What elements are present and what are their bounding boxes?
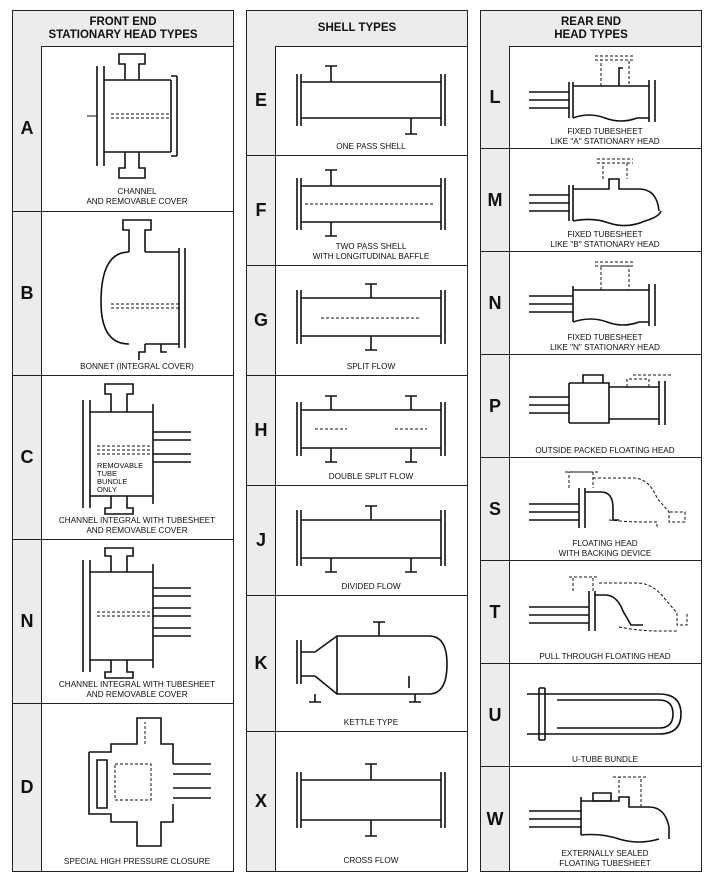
shell-row-letter: F: [247, 156, 276, 265]
front-row-caption: SPECIAL HIGH PRESSURE CLOSURE: [63, 856, 211, 866]
rear-row-w: W EXTERNALLY SEALED FLOATING TUBESHEET: [481, 767, 701, 871]
front-row-d: D SPECIAL HIGH PRESSURE CLOSURE: [13, 704, 233, 871]
rear-row-letter: N: [481, 252, 510, 354]
front-end-column: FRONT END STATIONARY HEAD TYPES A CHANNE…: [12, 10, 234, 872]
rear-row-letter: M: [481, 149, 510, 251]
floating-head-backing-device-drawing: [509, 458, 701, 542]
front-row-letter: A: [13, 46, 42, 211]
shell-row-letter: H: [247, 376, 276, 485]
rear-row-letter: S: [481, 458, 510, 560]
channel-integral-tubesheet-n-drawing: [41, 540, 233, 680]
front-row-letter: B: [13, 212, 42, 375]
rear-row-caption: EXTERNALLY SEALED FLOATING TUBESHEET: [559, 849, 651, 868]
shell-row-g: G SPLIT FLOW: [247, 266, 467, 376]
rear-row-letter: W: [481, 767, 510, 871]
outside-packed-floating-head-drawing: [509, 355, 701, 439]
front-row-caption: CHANNEL INTEGRAL WITH TUBESHEET AND REMO…: [58, 516, 216, 535]
channel-removable-cover-drawing: [41, 46, 233, 186]
bonnet-drawing: [41, 212, 233, 362]
two-pass-shell-drawing: [275, 156, 467, 246]
rear-row-s: S FLOATING HEAD WITH BACKING DEVICE: [481, 458, 701, 561]
rear-row-letter: P: [481, 355, 510, 457]
shell-row-e: E ONE PASS SHELL: [247, 46, 467, 156]
shell-row-h: H DOUBLE SPLIT FLOW: [247, 376, 467, 486]
u-tube-bundle-drawing: [509, 664, 701, 748]
shell-row-letter: X: [247, 732, 276, 871]
pull-through-floating-head-drawing: [509, 561, 701, 645]
shell-row-letter: G: [247, 266, 276, 375]
rear-row-p: P OUTSIDE PACKED FLOATING HEAD: [481, 355, 701, 458]
rear-row-caption: OUTSIDE PACKED FLOATING HEAD: [535, 445, 675, 455]
shell-row-caption: KETTLE TYPE: [343, 717, 399, 727]
front-row-caption: CHANNEL INTEGRAL WITH TUBESHEET AND REMO…: [58, 680, 216, 699]
rear-row-l: L FIXED TUBESHEET LIKE "A" STATIONARY HE…: [481, 46, 701, 149]
front-row-letter: N: [13, 540, 42, 703]
rear-row-letter: T: [481, 561, 510, 663]
kettle-type-drawing: [275, 596, 467, 714]
rear-end-column: REAR END HEAD TYPES L FIXED TUBESHEET LI…: [480, 10, 702, 872]
rear-row-u: U U-TUBE BUNDLE: [481, 664, 701, 767]
shell-row-letter: K: [247, 596, 276, 731]
rear-row-caption: FIXED TUBESHEET LIKE "A" STATIONARY HEAD: [550, 127, 660, 146]
front-end-title: FRONT END STATIONARY HEAD TYPES: [48, 15, 198, 41]
cross-flow-drawing: [275, 732, 467, 852]
rear-row-m: M FIXED TUBESHEET LIKE "B" STATIONARY HE…: [481, 149, 701, 252]
front-row-letter: C: [13, 376, 42, 539]
shell-row-caption: DOUBLE SPLIT FLOW: [328, 471, 414, 481]
shell-row-f: F TWO PASS SHELL WITH LONGITUDINAL BAFFL…: [247, 156, 467, 266]
shell-row-caption: CROSS FLOW: [343, 855, 399, 865]
rear-row-caption: FIXED TUBESHEET LIKE "B" STATIONARY HEAD: [550, 230, 660, 249]
rear-row-t: T PULL THROUGH FLOATING HEAD: [481, 561, 701, 664]
fixed-tubesheet-n-drawing: [509, 252, 701, 336]
front-row-letter: D: [13, 704, 42, 871]
rear-end-header: REAR END HEAD TYPES: [481, 11, 701, 47]
shell-types-title: SHELL TYPES: [317, 22, 397, 34]
externally-sealed-floating-tubesheet-drawing: [509, 767, 701, 851]
rear-row-letter: U: [481, 664, 510, 766]
front-row-a: A CHANNEL AND REMOVABLE COVER: [13, 46, 233, 212]
shell-row-letter: E: [247, 46, 276, 155]
high-pressure-closure-drawing: [41, 704, 233, 854]
shell-types-header: SHELL TYPES: [247, 11, 467, 47]
shell-row-caption: TWO PASS SHELL WITH LONGITUDINAL BAFFLE: [312, 242, 430, 261]
one-pass-shell-drawing: [275, 46, 467, 141]
fixed-tubesheet-a-drawing: [509, 46, 701, 130]
shell-row-x: X CROSS FLOW: [247, 732, 467, 871]
shell-row-k: K KETTLE TYPE: [247, 596, 467, 732]
split-flow-drawing: [275, 266, 467, 361]
double-split-flow-drawing: [275, 376, 467, 471]
front-row-caption: CHANNEL AND REMOVABLE COVER: [86, 187, 188, 206]
shell-row-caption: SPLIT FLOW: [346, 361, 396, 371]
front-row-b: B BONNET (INTEGRAL COVER): [13, 212, 233, 376]
rear-row-letter: L: [481, 46, 510, 148]
shell-row-caption: DIVIDED FLOW: [341, 581, 401, 591]
shell-types-column: SHELL TYPES E ONE PASS SHELL F TWO PASS …: [246, 10, 468, 872]
shell-row-caption: ONE PASS SHELL: [336, 141, 406, 151]
rear-row-caption: PULL THROUGH FLOATING HEAD: [539, 651, 671, 661]
rear-row-caption: U-TUBE BUNDLE: [572, 754, 638, 764]
rear-row-n: N FIXED TUBESHEET LIKE "N" STATIONARY HE…: [481, 252, 701, 355]
divided-flow-drawing: [275, 486, 467, 581]
rear-row-caption: FLOATING HEAD WITH BACKING DEVICE: [558, 539, 652, 558]
front-row-n: N CHANNEL INTEGRAL WITH TUBESHEET AND RE…: [13, 540, 233, 704]
fixed-tubesheet-b-drawing: [509, 149, 701, 233]
front-end-header: FRONT END STATIONARY HEAD TYPES: [13, 11, 233, 47]
rear-end-title: REAR END HEAD TYPES: [554, 15, 628, 41]
shell-row-letter: J: [247, 486, 276, 595]
front-row-caption: BONNET (INTEGRAL COVER): [80, 361, 194, 371]
rear-row-caption: FIXED TUBESHEET LIKE "N" STATIONARY HEAD: [550, 333, 660, 352]
shell-row-j: J DIVIDED FLOW: [247, 486, 467, 596]
